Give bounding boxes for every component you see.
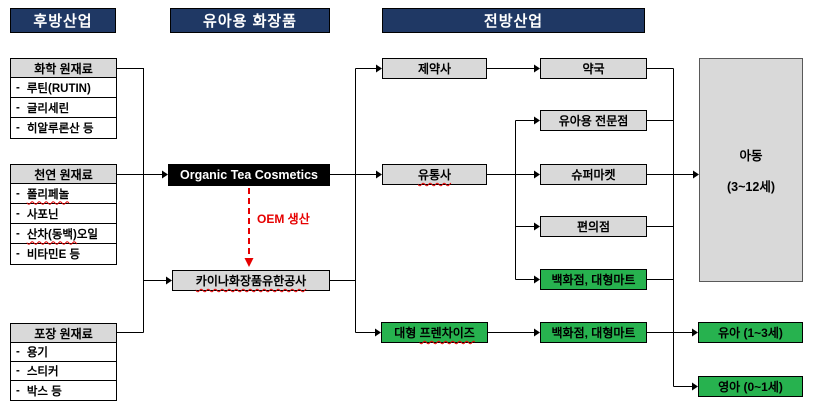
bullet: - [16,81,20,94]
header-forward-industry: 전방산업 [382,8,645,33]
node-supermarket: 슈퍼마켓 [540,164,647,185]
group-title-packaging-materials: 포장 원재료 [10,323,117,343]
group-list-chemical-materials: -루틴(RUTIN) -글리세린 -히알루론산 등 [10,77,117,139]
group-list-natural-materials: -폴리페놀 -사포닌 -산차(동백)오일 -비타민E 등 [10,183,117,265]
group-title-natural-materials: 천연 원재료 [10,164,117,184]
item-text: 히알루론산 등 [26,123,94,135]
node-convenience-store: 편의점 [540,216,647,237]
list-item: -비타민E 등 [11,244,116,264]
item-text-misspelled: 폴리페놀 [26,188,70,201]
node-label-misspelled: 프렌차이즈 [419,326,475,340]
list-item: -글리세린 [11,98,116,118]
bullet: - [16,365,20,377]
bullet: - [16,346,20,358]
list-item: -폴리페놀 [11,184,116,204]
node-dept-store-mart-retail: 백화점, 대형마트 [540,269,647,290]
list-item: -사포닌 [11,204,116,224]
bullet: - [16,207,20,220]
item-text: 비타민E 등 [26,249,81,261]
item-text: 스티커 [26,366,59,378]
header-backward-industry: 후방산업 [10,8,116,33]
node-organic-tea-cosmetics: Organic Tea Cosmetics [168,164,330,186]
item-text: 박스 등 [26,385,62,398]
node-label: 대형 [394,326,420,340]
list-item: -용기 [11,343,116,362]
node-dept-store-mart-franchise: 백화점, 대형마트 [540,322,647,343]
group-title-chemical-materials: 화학 원재료 [10,58,117,78]
bullet: - [16,187,20,200]
list-item: -스티커 [11,362,116,381]
node-baby-specialty-store: 유아용 전문점 [540,110,647,131]
list-item: -박스 등 [11,381,116,400]
bullet: - [16,227,20,240]
item-text: 용기 [26,347,49,359]
oem-production-label: OEM 생산 [257,212,310,226]
node-pharmacy: 약국 [540,58,647,79]
node-infant: 영아 (0~1세) [698,376,803,397]
node-large-franchise: 대형 프렌차이즈 [381,322,488,343]
item-text: 사포닌 [26,208,59,221]
node-toddler: 유아 (1~3세) [698,322,803,343]
node-label-misspelled: 카이나화장품유한공사 [195,274,307,288]
children-label: 아동 [739,149,763,163]
list-item: -산차(동백)오일 [11,224,116,244]
bullet: - [16,122,20,134]
header-baby-cosmetics: 유아용 화장품 [170,8,330,33]
bullet: - [16,384,20,397]
node-label-misspelled: 유통사 [417,168,452,182]
item-text: 오일 [76,228,98,241]
bullet: - [16,248,20,260]
group-list-packaging-materials: -용기 -스티커 -박스 등 [10,342,117,401]
children-age-range: (3~12세) [727,180,775,194]
item-text: 글리세린 [26,102,70,115]
item-text: 루틴(RUTIN) [26,82,91,95]
bullet: - [16,101,20,114]
node-pharma-company: 제약사 [382,58,487,79]
item-text-misspelled: 산차(동백) [26,228,77,241]
list-item: -루틴(RUTIN) [11,78,116,98]
list-item: -히알루론산 등 [11,118,116,138]
node-children: 아동 (3~12세) [699,58,803,282]
node-distributor: 유통사 [382,164,487,185]
node-kaina-cosmetics: 카이나화장품유한공사 [172,270,330,291]
